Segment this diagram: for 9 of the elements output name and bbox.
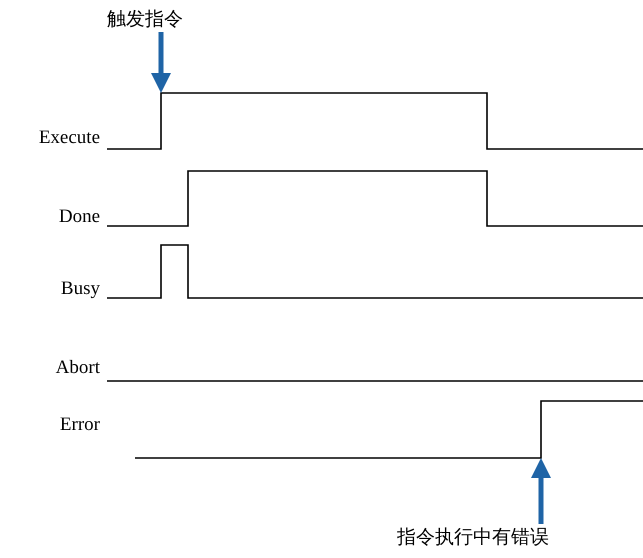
annotation-text: 指令执行中有错误	[397, 526, 549, 548]
arrow	[531, 458, 551, 524]
annotation-text: 触发指令	[107, 8, 183, 30]
signal-name: Execute	[38, 127, 100, 149]
signal-name: Busy	[60, 278, 100, 300]
signal-name: Error	[60, 414, 100, 436]
arrow	[151, 32, 171, 93]
signal-name: Abort	[56, 357, 100, 379]
signal-name: Done	[58, 206, 100, 228]
